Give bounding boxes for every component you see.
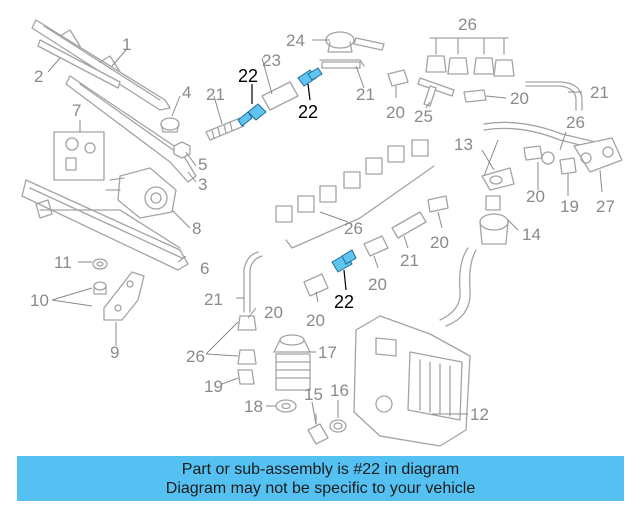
callout-22-top: 22 xyxy=(298,102,318,122)
connector-20-top-part xyxy=(387,69,409,87)
banner-disclaimer: Diagram may not be specific to your vehi… xyxy=(165,479,476,497)
callout-7: 7 xyxy=(72,101,81,120)
parts-diagram: 1 2 3 4 5 6 7 8 9 10 11 12 13 14 15 16 1… xyxy=(21,15,623,447)
callout-22-left: 22 xyxy=(238,66,258,86)
callout-13: 13 xyxy=(454,135,473,154)
seal-16-part xyxy=(329,419,347,433)
callout-26-mid: 26 xyxy=(344,219,363,238)
headlamp-hose-part xyxy=(483,121,605,151)
info-banner: Part or sub-assembly is #22 in diagram D… xyxy=(17,456,624,501)
callout-12: 12 xyxy=(470,405,489,424)
callout-5: 5 xyxy=(198,155,207,174)
linkage-frame-part xyxy=(21,179,189,271)
callout-11: 11 xyxy=(54,253,72,272)
nut-part xyxy=(173,141,191,159)
kit-box-part xyxy=(53,131,105,181)
wiper-motor-part xyxy=(105,167,177,219)
callout-20-left: 20 xyxy=(264,303,283,322)
pump-17-part xyxy=(273,334,311,391)
callout-2: 2 xyxy=(34,67,43,86)
callout-16: 16 xyxy=(330,381,349,400)
pump-14-part xyxy=(479,195,509,245)
connector-20-mid-part xyxy=(463,89,487,103)
callout-17: 17 xyxy=(318,343,337,362)
callout-20-low: 20 xyxy=(306,311,325,330)
banner-part-message: Part or sub-assembly is #22 in diagram xyxy=(181,460,460,478)
callout-8: 8 xyxy=(192,219,201,238)
check-valves-top-part xyxy=(425,37,515,77)
callout-labels: 1 2 3 4 5 6 7 8 9 10 11 12 13 14 15 16 1… xyxy=(30,15,615,424)
rubber-mount-part xyxy=(93,281,107,295)
level-sensor-part xyxy=(307,413,329,445)
callout-10: 10 xyxy=(30,291,49,310)
highlighted-connector-22-left[interactable] xyxy=(237,103,267,127)
highlighted-connector-22-top[interactable] xyxy=(297,67,323,87)
callout-6: 6 xyxy=(200,259,209,278)
callout-27: 27 xyxy=(596,197,615,216)
elbow-19-right-part xyxy=(559,157,577,175)
callout-21-top: 21 xyxy=(356,85,375,104)
callout-21-top-left: 21 xyxy=(206,85,225,104)
check-valves-mid-part xyxy=(275,139,435,249)
connector-20-mid-right-part xyxy=(427,195,449,213)
wiper-arm-part xyxy=(37,39,121,89)
callout-18: 18 xyxy=(244,397,263,416)
callout-20-right-low: 20 xyxy=(526,187,545,206)
connector-20-right-part xyxy=(523,145,555,165)
valve-26-left-part xyxy=(237,349,257,365)
hose-reservoir-part xyxy=(439,247,477,327)
callout-19-left: 19 xyxy=(204,377,223,396)
callout-9: 9 xyxy=(110,343,119,362)
callout-20-center: 20 xyxy=(368,275,387,294)
hose-upper-left-part xyxy=(205,117,245,141)
hose-right-long-part xyxy=(525,81,583,111)
connector-20-left-part xyxy=(237,315,257,331)
callout-25: 25 xyxy=(414,107,433,126)
callout-20-mid: 20 xyxy=(430,233,449,252)
callout-4: 4 xyxy=(182,83,191,102)
highlighted-connector-22-mid[interactable] xyxy=(331,249,357,273)
callout-20-right: 20 xyxy=(510,89,529,108)
callout-21-right: 21 xyxy=(590,83,609,102)
callout-15: 15 xyxy=(304,385,323,404)
bracket-part xyxy=(103,271,145,321)
callout-19-right: 19 xyxy=(560,197,579,216)
cap-part xyxy=(160,117,180,133)
callout-26-right: 26 xyxy=(566,113,585,132)
callout-26-left: 26 xyxy=(186,347,205,366)
elbow-19-left-part xyxy=(237,369,255,385)
callout-3: 3 xyxy=(198,175,207,194)
leader-lines xyxy=(47,39,603,425)
hose-23-part xyxy=(261,81,299,111)
callout-20-top: 20 xyxy=(386,103,405,122)
connector-20-low-part xyxy=(303,273,329,297)
callout-26-top: 26 xyxy=(458,15,477,34)
callout-24: 24 xyxy=(286,31,305,50)
callout-14: 14 xyxy=(522,225,541,244)
callout-22-mid: 22 xyxy=(334,292,354,312)
hose-21-mid-part xyxy=(391,211,427,239)
reservoir-part xyxy=(353,315,471,447)
grommet-part xyxy=(92,258,108,270)
headlamp-nozzle-part xyxy=(573,137,623,173)
leader-lines-highlight xyxy=(251,83,347,291)
callout-23: 23 xyxy=(262,51,281,70)
callout-21-left: 21 xyxy=(204,290,223,309)
washer-nozzle-part xyxy=(319,31,385,67)
connector-20-center-part xyxy=(363,235,389,257)
callout-21-mid: 21 xyxy=(400,251,419,270)
wiper-blade-part xyxy=(31,19,171,111)
callout-1: 1 xyxy=(122,35,131,54)
hose-21-left-part xyxy=(243,251,263,313)
hose-21-top-part xyxy=(321,61,361,69)
t-connector-part xyxy=(417,77,455,107)
mount-13-part xyxy=(481,167,515,191)
grommet-18-part xyxy=(275,399,297,413)
